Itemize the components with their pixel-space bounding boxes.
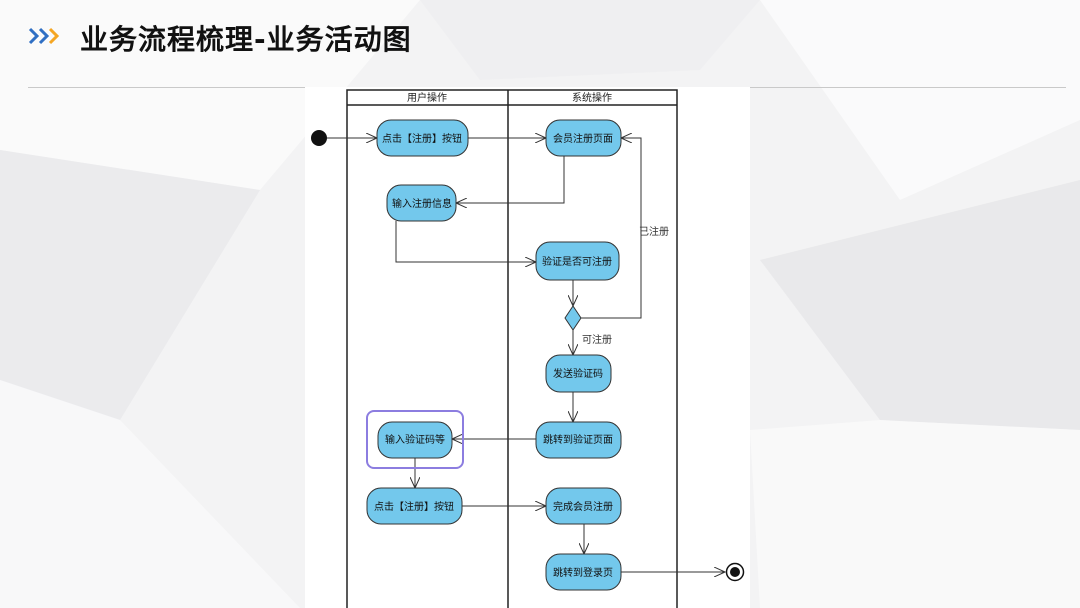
label-jump-login-page: 跳转到登录页 [553,566,613,579]
activity-complete-register [545,487,622,525]
activity-jump-login-page [545,553,622,591]
highlight-frame [366,410,464,469]
activity-diagram-panel: 用户操作 系统操作 [305,87,750,608]
lane-title-system: 系统操作 [572,91,612,104]
decision-node [564,305,582,331]
label-complete-register: 完成会员注册 [553,500,613,513]
activity-click-register-1 [376,119,469,157]
activity-jump-verify-page [535,421,622,459]
start-node [311,130,327,146]
label-send-code: 发送验证码 [553,367,603,380]
flow-edges [327,138,725,572]
page-title: 业务流程梳理-业务活动图 [80,23,412,56]
label-input-register-info: 输入注册信息 [392,197,452,210]
activity-verify-registrable [535,241,620,281]
activity-diagram: 用户操作 系统操作 [311,89,745,608]
end-node [725,562,745,582]
edge-label-registered: 已注册 [639,225,669,238]
activity-input-register-info [386,184,457,222]
label-jump-verify-page: 跳转到验证页面 [543,433,613,446]
double-chevron-icon [28,27,60,45]
activity-input-code [377,421,453,459]
activity-send-code [545,354,612,393]
activity-member-register-page [545,119,622,157]
activity-click-register-2 [366,487,463,525]
swimlane-frame [346,89,678,608]
label-click-register-2: 点击【注册】按钮 [374,500,454,513]
lane-title-user: 用户操作 [407,91,447,104]
label-member-register-page: 会员注册页面 [553,132,613,145]
edge-register-page-to-input [456,156,565,203]
label-input-code: 输入验证码等 [385,433,445,446]
edge-decision-registered-loop [581,138,642,319]
edge-label-can-register: 可注册 [582,333,612,346]
label-verify-registrable: 验证是否可注册 [542,255,612,268]
edge-input-to-verify [395,221,536,262]
label-click-register-1: 点击【注册】按钮 [382,132,462,145]
